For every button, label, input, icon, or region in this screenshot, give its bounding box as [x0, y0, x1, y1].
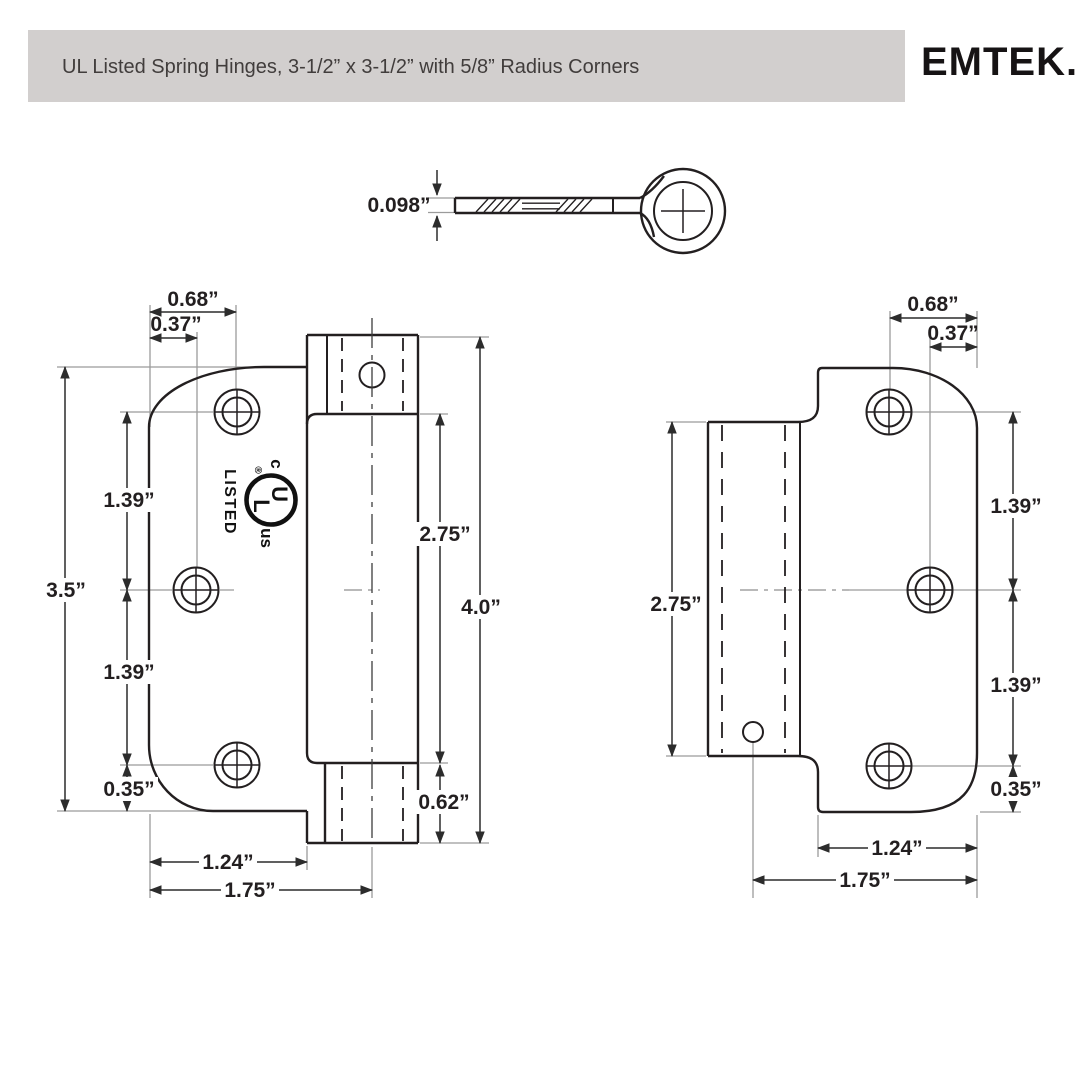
screw-hole-outer — [213, 741, 261, 789]
dim-right-edge-margin: 0.35” — [990, 778, 1041, 801]
ul-listed-label: LISTED — [221, 469, 238, 535]
screw-hole-outer — [865, 388, 913, 436]
screw-hole-cross — [867, 744, 911, 788]
left-hinge-view: U L c us ® LISTED 0.68” 0.37” 3.5” 1.39”… — [42, 288, 505, 902]
extension-lines — [428, 197, 457, 214]
screw-hole — [865, 742, 913, 790]
dim-right-hole-spacing-upper: 1.39” — [990, 495, 1041, 518]
page-title: UL Listed Spring Hinges, 3-1/2” x 3-1/2”… — [62, 56, 639, 78]
dim-left-knuckle-height: 0.62” — [418, 791, 469, 814]
profile-view: 0.098” — [367, 167, 727, 255]
ul-letter-u: U — [267, 486, 292, 502]
screw-hole-cross — [174, 568, 218, 612]
right-dimensions: 0.68” 0.37” 1.39” 1.39” 0.35” 2.75” 1.24… — [647, 293, 1044, 892]
left-spring-body — [305, 412, 418, 765]
knuckle-inner-circle — [653, 181, 713, 241]
ul-letter-l: L — [249, 499, 274, 512]
screw-hole-outer — [213, 388, 261, 436]
screw-hole — [213, 741, 261, 789]
ul-c-label: c — [267, 459, 286, 468]
screw-hole-outer — [865, 742, 913, 790]
dim-left-edge-margin: 0.35” — [103, 778, 154, 801]
dim-left-leaf-height: 3.5” — [46, 579, 86, 602]
knuckle-outer-circle — [639, 167, 727, 255]
left-hinge-outline — [147, 318, 420, 845]
dim-left-leaf-width: 1.24” — [202, 851, 253, 874]
slot-lines — [522, 202, 560, 210]
dim-right-barrel-length: 2.75” — [650, 593, 701, 616]
right-pin-hole — [742, 721, 764, 743]
right-top-step — [708, 366, 823, 424]
screw-hole-cross — [867, 390, 911, 434]
screw-hole — [172, 566, 220, 614]
dim-left-center-width: 1.75” — [224, 879, 275, 902]
hatch-band-left — [475, 198, 521, 213]
screw-hole — [906, 566, 954, 614]
ul-listed-mark: U L c us ® LISTED — [221, 459, 298, 548]
dim-left-overall-height: 4.0” — [461, 596, 501, 619]
left-plate-outline — [147, 365, 307, 813]
screw-hole-cross — [215, 743, 259, 787]
screw-hole-outer — [172, 566, 220, 614]
dim-left-offset-inner: 0.37” — [150, 313, 201, 336]
ul-circle — [244, 473, 298, 527]
dim-left-hole-spacing-upper: 1.39” — [103, 489, 154, 512]
right-hidden-lines — [721, 425, 786, 753]
screw-hole — [213, 388, 261, 436]
screw-hole-cross — [215, 390, 259, 434]
header: UL Listed Spring Hinges, 3-1/2” x 3-1/2”… — [28, 30, 1078, 102]
dim-thickness: 0.098” — [367, 194, 430, 217]
dim-left-offset-outer: 0.68” — [167, 288, 218, 311]
dim-right-offset-outer: 0.68” — [907, 293, 958, 316]
ul-us-label: us — [257, 528, 276, 548]
brand-logo: EMTEK. — [921, 40, 1078, 84]
right-extension-lines — [666, 311, 1021, 898]
ul-registered-symbol: ® — [252, 466, 263, 474]
header-bar — [28, 30, 905, 102]
knuckle-center-cross — [661, 189, 705, 233]
dim-left-spring-length: 2.75” — [419, 523, 470, 546]
dim-right-offset-inner: 0.37” — [927, 322, 978, 345]
right-bottom-step — [708, 754, 824, 814]
hatch-band-right — [555, 198, 593, 213]
left-dimensions: 0.68” 0.37” 3.5” 1.39” 1.39” 0.35” 2.75”… — [42, 288, 505, 902]
leaf-edge-outline — [453, 196, 640, 215]
dim-right-center-width: 1.75” — [839, 869, 890, 892]
dim-right-leaf-width: 1.24” — [871, 837, 922, 860]
dim-right-hole-spacing-lower: 1.39” — [990, 674, 1041, 697]
screw-hole — [865, 388, 913, 436]
screw-hole-outer — [906, 566, 954, 614]
right-hinge-outline — [706, 366, 979, 814]
right-hinge-view: 0.68” 0.37” 1.39” 1.39” 0.35” 2.75” 1.24… — [647, 293, 1044, 898]
right-plate-outline — [822, 366, 979, 814]
screw-hole-cross — [908, 568, 952, 612]
dim-left-hole-spacing-lower: 1.39” — [103, 661, 154, 684]
